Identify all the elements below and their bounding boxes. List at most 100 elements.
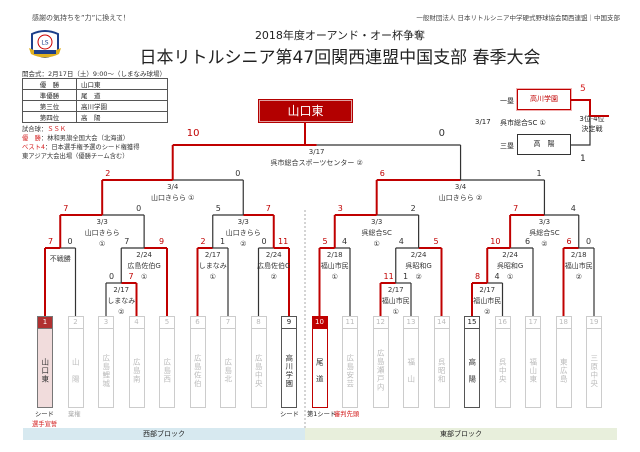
match-label-game: ② [575,273,582,281]
team-name: 広島佐伯 [193,353,203,388]
score-right: 6 [525,237,531,246]
match-label-game: ① [506,273,514,281]
match-label-venue: 福山市民 [564,262,593,270]
match-label-date: 3/4 [454,183,467,191]
team-note-seed: シード [280,411,299,418]
results-table: 優 勝山口東 準優勝尾 道 第三位高川学園 第四位高 陽 [22,78,168,123]
team-box: 16 呉中央 [494,316,511,408]
match-label-date: 2/17 [113,286,130,294]
match-label-venue: 呉市総合スポーツセンター ② [270,159,363,167]
score-right: 1 [220,237,226,246]
score-left: 11 [383,272,394,281]
team-name: 山口東 [40,357,50,384]
match-label-game: ① [373,240,380,248]
match-label-date: 不戦勝 [49,255,71,263]
match-label-venue: しまなみ [107,297,136,305]
team-number: 12 [373,317,388,329]
third-base-label: 三塁 [500,142,514,150]
match-label-game: ② [270,273,277,281]
score-left: 4 [398,237,404,246]
score-left: 10 [186,128,200,139]
third-place-date: 3/17 [475,118,491,126]
score-right: 0 [586,237,592,246]
team-number: 19 [587,317,601,329]
match-label-date: 3/3 [538,218,551,226]
results-row: 第四位高 陽 [22,111,168,123]
match-label-venue: 福山市民 [473,297,502,305]
score-left: 7 [513,204,519,213]
match-label-venue: 山口きらら [84,229,120,237]
match-label-game: ① [99,240,106,248]
team-number: 16 [495,317,510,329]
score-left: 8 [475,272,481,281]
score-right: 7 [265,204,271,213]
team-name: 東広島 [559,357,569,384]
match-label-venue: 呉総合SC [529,229,560,237]
third-place-line-winner [571,99,609,117]
match-label-venue: 広島佐伯G [127,262,161,270]
match-label-venue: 山口きらら ② [438,194,483,202]
title-line-1: 3位·4位 [579,115,605,123]
match-label-date: 2/17 [387,286,404,294]
team-name: 広島中央 [254,353,264,388]
score-left: 0 [109,272,115,281]
score-left: 10 [490,237,501,246]
match-label-venue: 福山市民 [381,297,410,305]
third-place-line-loser [571,116,591,146]
match-label-game: ② [484,308,491,316]
title-line-2: 決定戦 [581,125,603,133]
score-right: 4 [494,272,500,281]
score-right: 1 [403,272,409,281]
score-right: 7 [128,272,134,281]
match-label-venue: 山口きらら ① [150,194,195,202]
ball-label: 試合球： [22,126,48,133]
match-label-venue: しまなみ [198,262,227,270]
team-name: 呉中央 [498,357,508,384]
match-label-date: 2/17 [204,251,221,259]
match-label-date: 2/24 [136,251,152,259]
team-name: 三原中央 [589,353,599,388]
team-number: 18 [556,317,571,329]
team-number: 17 [526,317,540,329]
first-base-label: 一塁 [500,97,514,105]
match-label-venue: 呉昭和G [496,262,524,270]
team-name: 広島安芸 [345,353,355,388]
team-number: 14 [434,317,449,329]
team-name: 広島南 [132,357,142,384]
motto: 感謝の気持ちを”力”に換えて！ [32,14,130,22]
team-name: 広島瀬戸内 [376,349,386,392]
team-name: 尾 道 [315,357,325,384]
match-label-date: 3/4 [167,183,179,191]
team-number: 15 [465,317,479,329]
score-left: 7 [63,204,69,213]
subtitle: 2018年度オーアンド・オー杯争奪 [254,29,426,42]
match-label-venue: 山口きらら [225,229,261,237]
match-label-date: 2/18 [326,251,343,259]
win-label: 優 勝 [22,135,41,142]
score-left: 6 [379,169,385,178]
score-left: 6 [566,237,572,246]
score-left: 5 [215,204,221,213]
score-right: 0 [67,237,73,246]
team-number: 3 [99,317,113,329]
score-left: 3 [337,204,343,213]
team: 高 陽 [76,111,168,123]
score-right: 1 [536,169,542,178]
east-block-band: 東部ブロック [305,428,617,440]
team-number: 9 [282,317,296,329]
match-label-game: ① [392,308,399,316]
team-box: 19 三原中央 [586,316,602,408]
score-left: 2 [200,237,206,246]
match-label-game: ① [331,273,338,281]
best4-text-2: 東アジア大会出場（優勝チーム含む） [22,153,129,160]
score-right: 2 [410,204,416,213]
match-label-date: 3/3 [371,218,383,226]
match-label-date: 2/24 [265,251,282,259]
